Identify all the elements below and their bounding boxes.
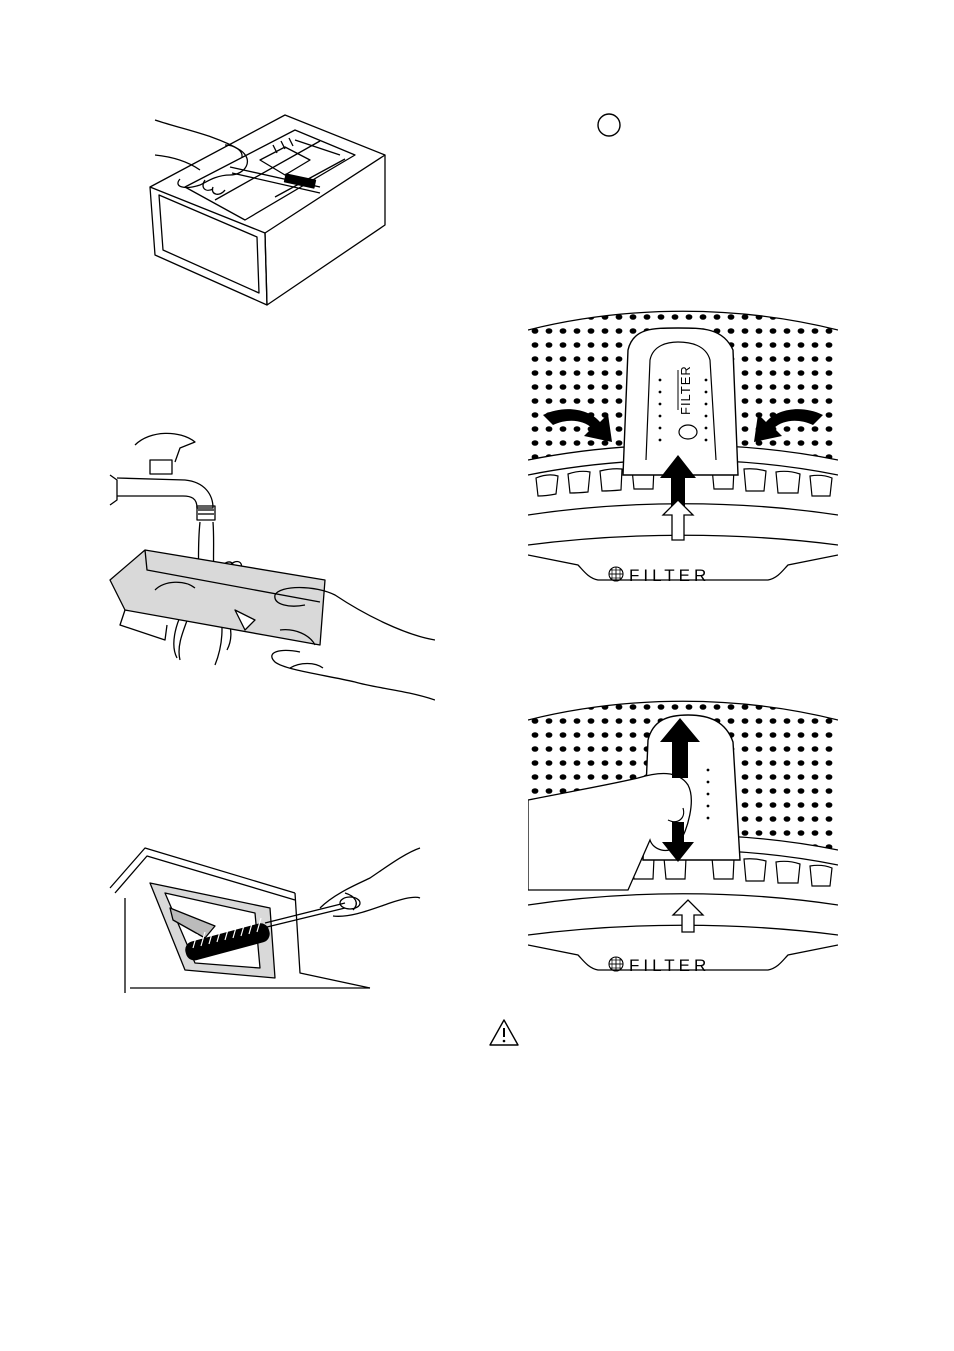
- grid-globe-icon: [609, 567, 623, 581]
- filter-rotate-figure: FILTER FILTER: [528, 310, 838, 595]
- filter-label: FILTER: [629, 566, 710, 585]
- grid-globe-icon: [609, 957, 623, 971]
- filter-tab-label: FILTER: [678, 365, 693, 415]
- recess-brush-illustration: [105, 838, 435, 998]
- filter-rotate-illustration: FILTER FILTER: [528, 310, 838, 595]
- filter-pull-figure: FILTER: [528, 700, 838, 985]
- circle-marker-icon: [596, 112, 622, 138]
- insert-rinsing-figure: [105, 430, 435, 710]
- recess-brushing-figure: [105, 838, 435, 998]
- warning-marker: [488, 1018, 520, 1048]
- filter-pull-illustration: FILTER: [528, 700, 838, 985]
- step-circle-marker: [596, 112, 622, 138]
- filter-label: FILTER: [629, 956, 710, 975]
- drawer-cleaning-figure: [145, 105, 395, 310]
- drawer-brush-illustration: [145, 105, 395, 310]
- tap-rinse-illustration: [105, 430, 435, 710]
- warning-triangle-icon: [488, 1018, 520, 1048]
